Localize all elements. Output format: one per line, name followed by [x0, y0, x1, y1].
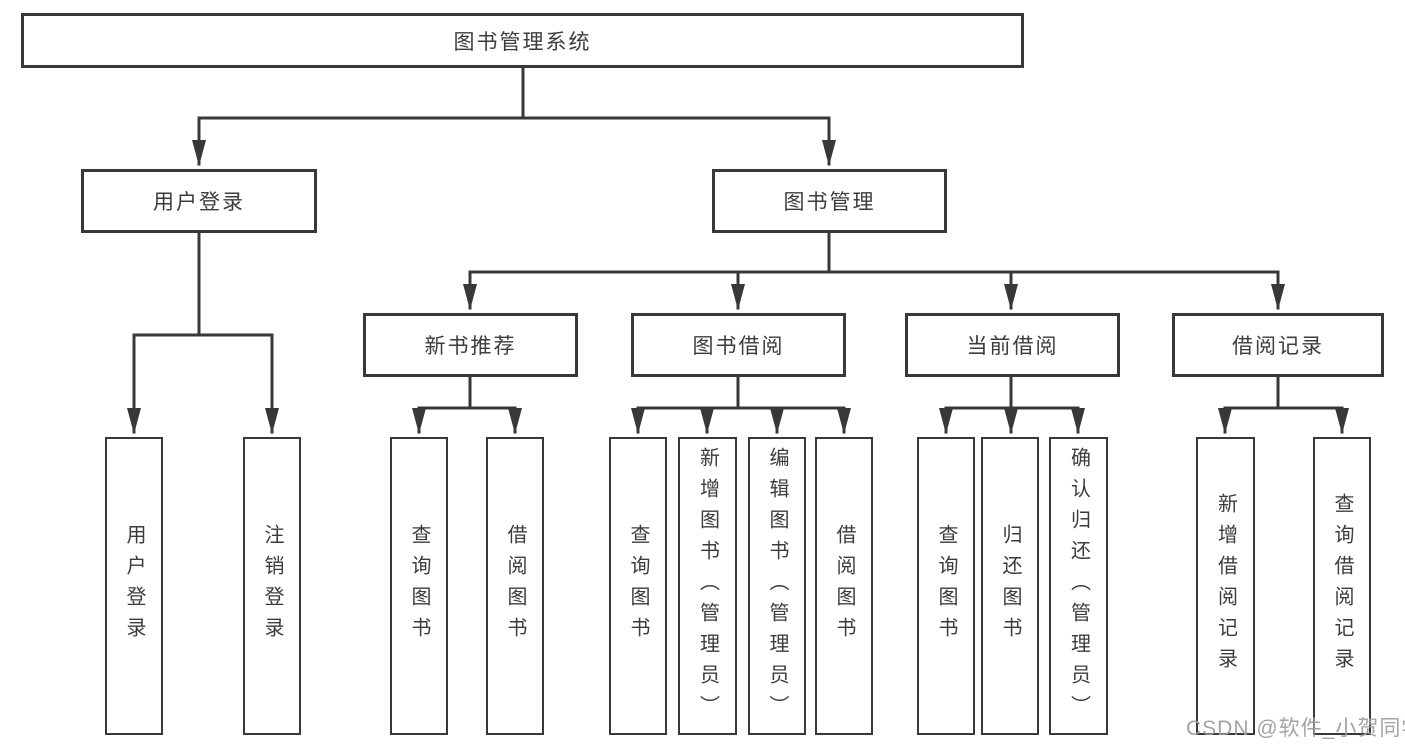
leaf-borrow-books-label: 借阅图书: [833, 524, 855, 648]
node-book-borrowing: 图书借阅: [631, 313, 846, 377]
leaf-query-books-recommend: 查询图书: [390, 437, 448, 735]
leaf-query-borrow-record-label: 查询借阅记录: [1331, 493, 1353, 679]
leaf-user-login: 用户登录: [105, 437, 163, 735]
leaf-query-books-borrowing: 查询图书: [609, 437, 667, 735]
leaf-logout-label: 注销登录: [261, 524, 283, 648]
node-library-system-label: 图书管理系统: [453, 30, 592, 54]
node-new-book-recommend-label: 新书推荐: [424, 335, 517, 358]
node-user-login-label: 用户登录: [153, 191, 245, 214]
leaf-user-login-label: 用户登录: [123, 524, 145, 648]
node-new-book-recommend: 新书推荐: [363, 313, 578, 377]
leaf-add-books-admin: 新增图书（管理员）: [678, 437, 737, 735]
leaf-borrow-books-recommend: 借阅图书: [486, 437, 544, 735]
leaf-edit-books-admin-label: 编辑图书（管理员）: [766, 446, 788, 726]
node-user-login: 用户登录: [81, 169, 317, 233]
node-book-borrowing-label: 图书借阅: [692, 335, 785, 358]
node-current-borrowing-label: 当前借阅: [966, 335, 1059, 358]
leaf-confirm-return-admin-label: 确认归还（管理员）: [1067, 446, 1090, 726]
leaf-confirm-return-admin: 确认归还（管理员）: [1049, 437, 1108, 735]
leaf-logout: 注销登录: [243, 437, 301, 735]
leaf-edit-books-admin: 编辑图书（管理员）: [748, 437, 806, 735]
leaf-query-borrow-record: 查询借阅记录: [1313, 437, 1371, 735]
leaf-add-books-admin-label: 新增图书（管理员）: [696, 446, 719, 726]
leaf-borrow-books: 借阅图书: [815, 437, 873, 735]
leaf-add-borrow-record: 新增借阅记录: [1196, 437, 1255, 735]
leaf-borrow-books-recommend-label: 借阅图书: [504, 524, 526, 648]
leaf-query-books-current-label: 查询图书: [935, 524, 957, 648]
leaf-add-borrow-record-label: 新增借阅记录: [1214, 493, 1237, 679]
csdn-watermark: CSDN @软件_小贺同学: [1186, 717, 1405, 740]
node-library-system: 图书管理系统: [21, 13, 1024, 68]
leaf-query-books-borrowing-label: 查询图书: [627, 524, 649, 648]
leaf-query-books-recommend-label: 查询图书: [408, 524, 430, 648]
leaf-return-books: 归还图书: [981, 437, 1039, 735]
leaf-return-books-label: 归还图书: [999, 524, 1021, 648]
node-current-borrowing: 当前借阅: [905, 313, 1120, 377]
node-book-management-label: 图书管理: [783, 191, 876, 214]
node-borrowing-records-label: 借阅记录: [1232, 335, 1324, 358]
leaf-query-books-current: 查询图书: [917, 437, 975, 735]
node-book-management: 图书管理: [712, 169, 947, 233]
node-borrowing-records: 借阅记录: [1172, 313, 1384, 377]
